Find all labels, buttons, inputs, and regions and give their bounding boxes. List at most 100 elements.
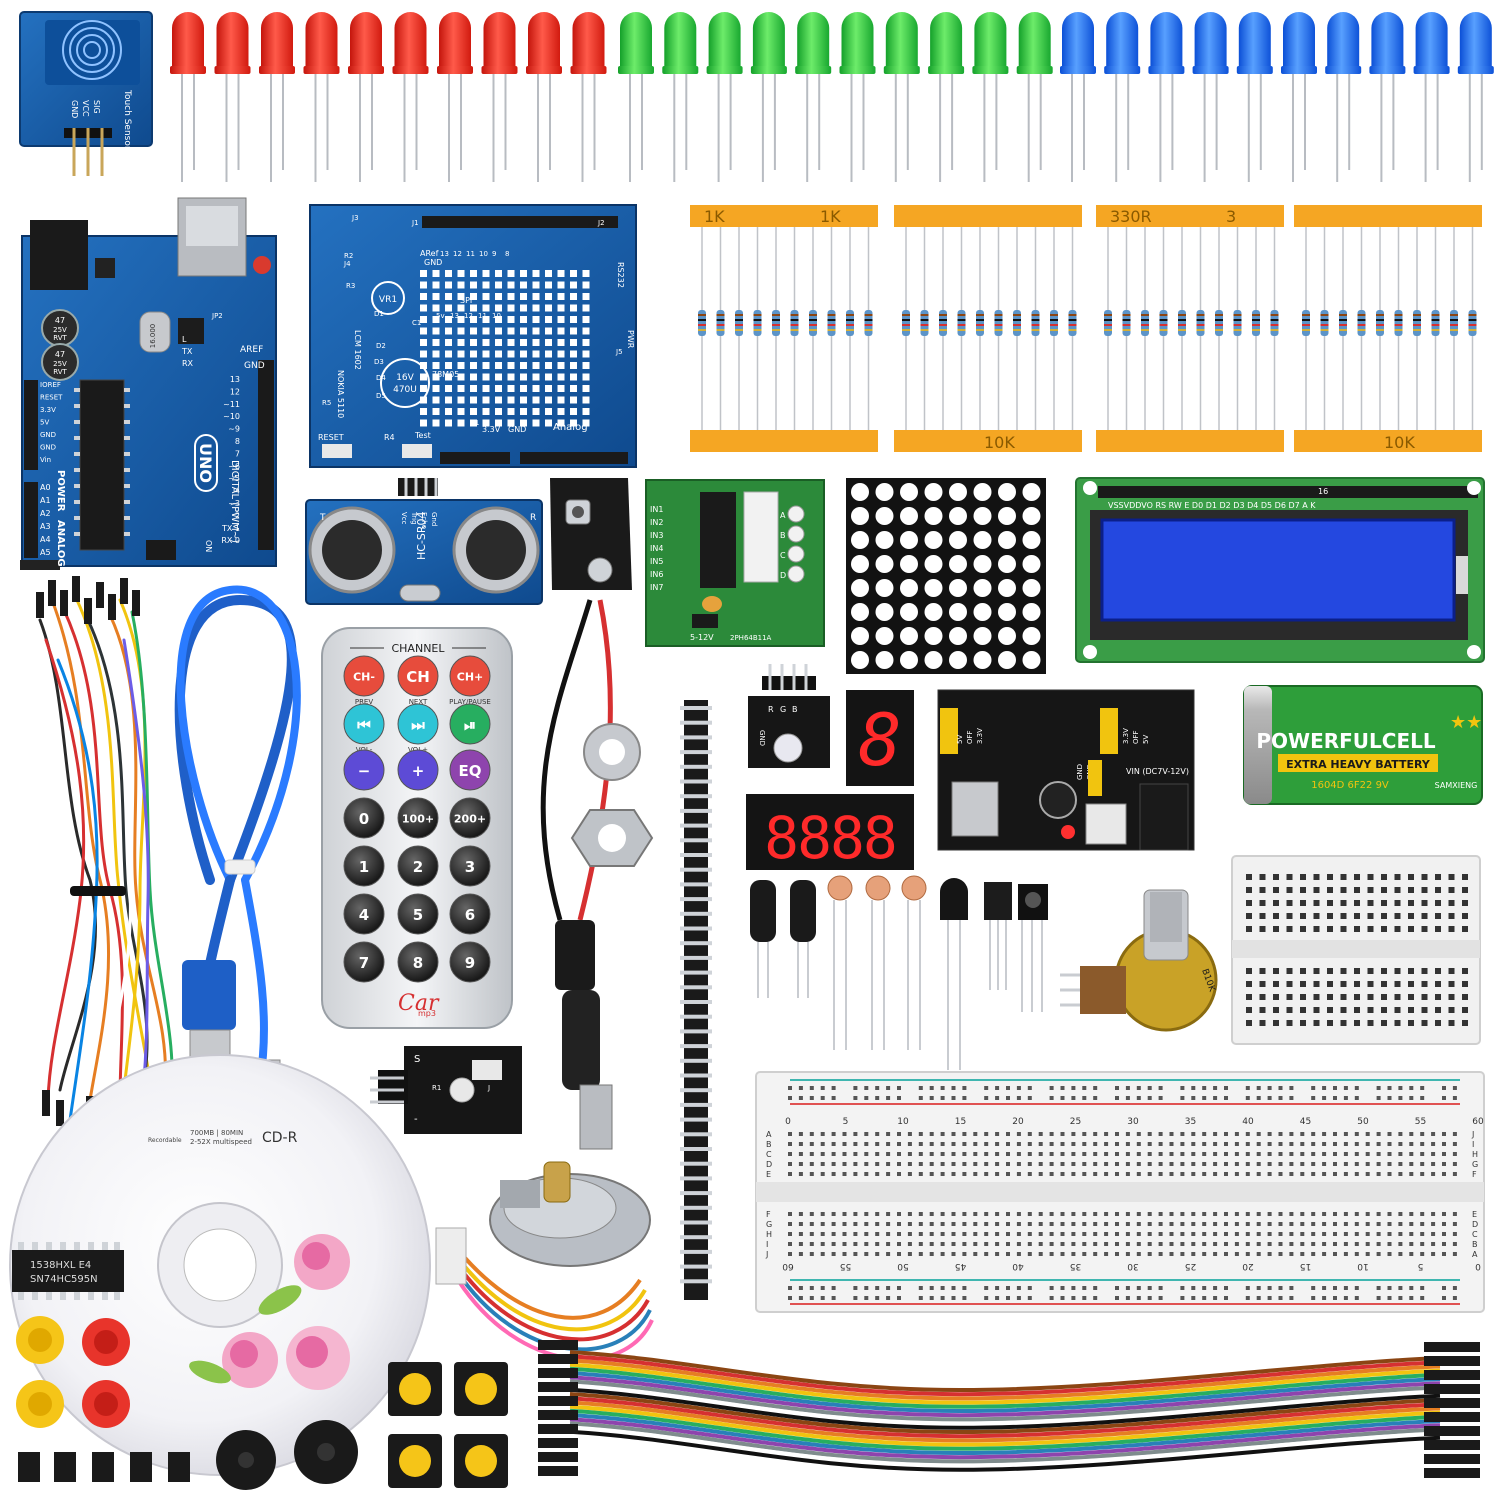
bb-hole: [1115, 1132, 1119, 1136]
star-icons: ★★: [1450, 712, 1482, 733]
mini-bb-hole: [1286, 874, 1293, 880]
mini-bb-hole: [1394, 887, 1401, 893]
stepper-led: [787, 525, 805, 543]
bb-hole: [918, 1212, 923, 1216]
proto-hole: [457, 362, 465, 369]
dupont-wire: [569, 1358, 1441, 1401]
mini-bb-hole: [1300, 1007, 1306, 1013]
arduino-uno-board: 47 25V RVT 47 25V RVT 16.000 JP2 IOREFRE…: [20, 197, 277, 582]
bb-top-number: 20: [1012, 1117, 1024, 1127]
resistor-bundle: 10K: [1294, 205, 1482, 452]
seven-segment-single: 8: [846, 690, 914, 786]
bb-top-number: 55: [1415, 1117, 1426, 1127]
bb-hole: [1234, 1222, 1239, 1226]
bb-hole: [820, 1172, 825, 1176]
bb-hole: [1158, 1142, 1163, 1146]
ultrasonic-sensor-hc-sr04: HC-SR04 Vcc Trig Echo Gnd T R: [305, 478, 543, 605]
bb-hole: [962, 1212, 967, 1216]
proto-hole: [557, 316, 565, 323]
jumper-caps: [18, 1452, 190, 1482]
proto-top-pin: 9: [492, 250, 496, 258]
bb-hole: [1006, 1162, 1010, 1166]
remote-button-label: 5: [413, 906, 423, 924]
bb-hole: [1115, 1252, 1119, 1256]
proto-hole: [432, 270, 440, 277]
bb-hole: [864, 1242, 869, 1246]
resistor-body: [809, 310, 817, 336]
bb-top-number: 0: [785, 1117, 791, 1127]
lcd-pin16: 16: [1318, 487, 1328, 496]
bb-hole: [1049, 1152, 1054, 1156]
bb-hole: [1136, 1252, 1141, 1256]
bb-hole: [788, 1222, 792, 1226]
bb-hole: [1234, 1162, 1239, 1166]
proto-hole: [420, 316, 427, 323]
mini-bb-hole: [1462, 900, 1468, 906]
mini-bb-hole: [1354, 913, 1360, 919]
proto-hole: [582, 316, 590, 323]
matrix-dot: [973, 579, 992, 597]
blue-led: [1060, 12, 1096, 182]
dupont-wire: [569, 1371, 1441, 1414]
touch-pin-sig: SIG: [92, 100, 101, 114]
proto-hole: [470, 350, 477, 358]
bb-hole: [1125, 1232, 1130, 1236]
proto-hole: [545, 339, 552, 346]
bb-hole: [1006, 1252, 1010, 1256]
header-pin: [680, 1147, 712, 1151]
rainbow-dupont-cable: [538, 1340, 1480, 1478]
mini-bb-hole: [1367, 968, 1374, 974]
pm-right-3v3: 3.3V: [1122, 728, 1130, 744]
proto-hole: [420, 385, 427, 392]
bb-hole: [1289, 1242, 1294, 1246]
matrix-dot: [973, 603, 992, 621]
proto-hole: [457, 293, 465, 300]
mini-bb-hole: [1462, 1020, 1468, 1026]
bb-hole: [1431, 1172, 1436, 1176]
proto-label: J2: [597, 219, 605, 227]
analog-pin-label: A5: [40, 548, 51, 557]
proto-hole: [520, 316, 527, 323]
dupont-connector: [538, 1354, 578, 1364]
green-led: [883, 12, 920, 182]
mini-bb-hole: [1448, 968, 1455, 974]
bb-hole: [940, 1222, 945, 1226]
dupont-connector: [1424, 1398, 1480, 1408]
resistor-body: [902, 310, 910, 336]
bb-hole: [1333, 1152, 1337, 1156]
proto-hole: [570, 385, 577, 392]
dupont-wire: [569, 1392, 1441, 1435]
usb-a-port: [951, 781, 999, 837]
matrix-dot: [851, 627, 869, 645]
mini-bb-hole: [1462, 981, 1468, 987]
bb-hole: [1311, 1152, 1316, 1156]
header-pin: [680, 853, 712, 857]
proto-hole: [457, 304, 465, 312]
mini-bb-hole: [1300, 926, 1306, 932]
bb-hole: [1300, 1222, 1305, 1226]
bb-hole: [1038, 1132, 1043, 1136]
cd-spec2: 2-52X multispeed: [190, 1138, 252, 1146]
bb-hole: [1180, 1132, 1185, 1136]
bb-hole: [907, 1162, 912, 1166]
module-r1: R1: [432, 1084, 441, 1092]
header-pin: [680, 955, 712, 960]
bb-hole: [918, 1142, 923, 1146]
bb-hole: [1409, 1152, 1414, 1156]
bb-hole: [1398, 1152, 1403, 1156]
matrix-dot: [924, 603, 943, 621]
mini-bb-hole: [1435, 981, 1441, 987]
bb-hole: [820, 1142, 825, 1146]
proto-hole: [420, 408, 427, 415]
bb-hole: [1311, 1172, 1316, 1176]
header-pin: [680, 882, 712, 887]
bb-bottom-number: 40: [1012, 1261, 1024, 1271]
proto-hole: [532, 316, 540, 323]
bb-hole: [1213, 1212, 1218, 1216]
bb-hole: [1049, 1212, 1054, 1216]
bb-hole: [918, 1172, 923, 1176]
proto-hole: [420, 373, 427, 381]
bb-hole: [1093, 1242, 1098, 1246]
lcd-1602-module: VSSVDDVO RS RW E D0 D1 D2 D3 D4 D5 D6 D7…: [1075, 477, 1485, 663]
